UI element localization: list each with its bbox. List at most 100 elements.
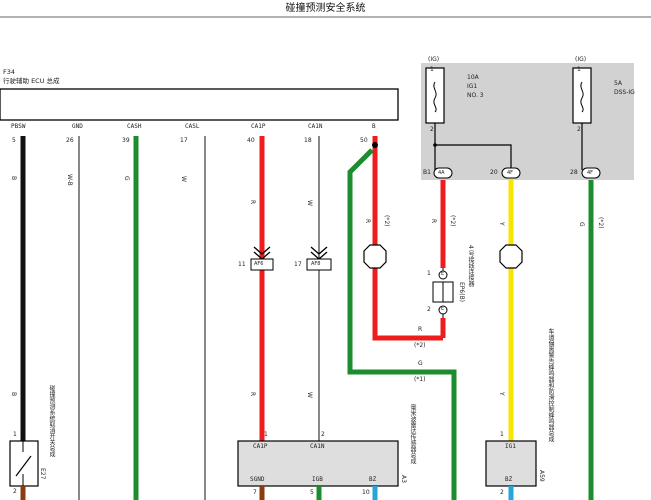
wire-code-red-center-note: (*2) xyxy=(383,215,390,227)
fuse-1-number: NO. 3 xyxy=(467,92,484,99)
pin-name-b: B xyxy=(372,123,376,130)
wire-code-red-right-note: (*2) xyxy=(449,215,456,227)
radar-pin-7: 7 xyxy=(253,489,257,496)
wire-code-red-right: R xyxy=(430,219,437,224)
fuse-2-supply: (IG) xyxy=(575,56,587,63)
lane-ecu-pin-bottom: 2 xyxy=(500,489,504,496)
junction-name: 4 号接线连接器 xyxy=(467,245,474,287)
pin-num-gnd: 26 xyxy=(66,137,74,144)
wire-code-pink: W xyxy=(180,176,187,182)
pin-b-junction-dot xyxy=(372,142,378,148)
pin-name-cash: CASH xyxy=(127,123,142,130)
connector-4f-yellow-id: 4F xyxy=(507,170,514,176)
switch-device-box xyxy=(9,440,39,487)
wire-code-red-center: R xyxy=(364,219,371,224)
lane-ecu-code: A59 xyxy=(538,470,545,482)
connector-4a-id: 4A xyxy=(438,170,445,176)
lane-ecu-pin-top-name: IG1 xyxy=(505,443,516,450)
wire-code-white: W-B xyxy=(66,174,73,186)
junction-pin-1: 1 xyxy=(427,270,431,277)
wire-code-red-left: R xyxy=(249,200,256,205)
fuse-1-element xyxy=(433,81,437,113)
radar-pin-5: 5 xyxy=(310,489,314,496)
splice-af6-pin: 11 xyxy=(238,261,246,268)
radar-pin-5-name: IGB xyxy=(312,476,323,483)
fuse-1-pin-top: 1 xyxy=(430,66,434,73)
fuse-2-pin-bottom: 2 xyxy=(577,126,581,133)
splice-af8-id: AF8 xyxy=(311,261,321,267)
fuse-1-pin-bottom: 2 xyxy=(430,126,434,133)
lane-ecu-name: 车道偏离警告蜂鸣器和防滑控制蜂鸣器总成 xyxy=(547,328,554,442)
connector-4a-pin: B1 xyxy=(423,169,431,176)
radar-pin-10-name: BZ xyxy=(369,476,377,483)
radar-box xyxy=(237,440,399,487)
pin-name-ca1n: CA1N xyxy=(308,123,323,130)
connector-4f-green-pin: 28 xyxy=(570,169,578,176)
fuse-1-bridge-lead xyxy=(435,144,512,170)
wire-code-red-bottom-note: (*2) xyxy=(414,342,426,349)
splice-af6-id: AF6 xyxy=(254,261,264,267)
pin-name-casl: CASL xyxy=(185,123,200,130)
wire-code-green: G xyxy=(123,176,130,181)
radar-name: 毫米波雷达传感器总成 xyxy=(409,404,416,464)
fuse-box-panel xyxy=(421,63,634,180)
octagon-red xyxy=(363,244,387,269)
ecu-box xyxy=(0,88,399,121)
wire-code-yellow-lower: Y xyxy=(498,392,505,396)
connector-4f-green xyxy=(581,167,601,179)
junction-pin-2-label: E xyxy=(441,306,445,312)
splice-af6-box xyxy=(250,258,274,271)
radar-pin-2-name: CA1N xyxy=(310,443,325,450)
connector-4f-yellow-pin: 20 xyxy=(490,169,498,176)
pin-name-ca1p: CA1P xyxy=(251,123,266,130)
fuse-1-body xyxy=(425,67,445,124)
wire-code-blue-mid: W xyxy=(306,200,313,206)
switch-device-code: E27 xyxy=(39,468,46,480)
radar-pin-1-name: CA1P xyxy=(253,443,268,450)
radar-pin-2: 2 xyxy=(321,431,325,438)
wire-code-red-lower: R xyxy=(249,392,256,397)
switch-pin-top: 1 xyxy=(13,431,17,438)
fuse-2-name: DSS-IG xyxy=(614,89,635,96)
pin-num-ca1n: 18 xyxy=(304,137,312,144)
pin-num-casl: 17 xyxy=(180,137,188,144)
fuse-1-supply: (IG) xyxy=(428,56,440,63)
fuse-2-rating: 5A xyxy=(614,80,622,87)
wire-red-b xyxy=(372,136,443,341)
page-title: 碰撞预测安全系统 xyxy=(285,3,366,14)
connector-4f-yellow xyxy=(501,167,521,179)
pin-num-b: 50 xyxy=(360,137,368,144)
fuse-2-body xyxy=(572,67,592,124)
junction-code: EP6(B) xyxy=(458,282,465,303)
wire-code-green-bottom: G xyxy=(418,360,423,367)
junction-pin-2: 2 xyxy=(427,306,431,313)
ecu-name: 行驶辅助 ECU 总成 xyxy=(3,77,60,85)
pin-name-gnd: GND xyxy=(72,123,83,130)
wire-code-yellow: Y xyxy=(498,222,505,226)
lane-ecu-pin-top: 1 xyxy=(500,431,504,438)
wire-green-b xyxy=(347,148,457,500)
fuse-2-element xyxy=(580,81,584,113)
splice-af8-pin: 17 xyxy=(294,261,302,268)
ecu-code: F34 xyxy=(3,68,16,76)
wire-code-green-right: G xyxy=(578,222,585,227)
radar-pin-1: 1 xyxy=(264,431,268,438)
switch-device-name: 碰撞预测系统取消开关总成 xyxy=(48,385,55,457)
fuse-1-rating: 10A xyxy=(467,74,479,81)
wire-code-green-bottom-note: (*1) xyxy=(414,376,426,383)
lane-ecu-pin-bottom-name: BZ xyxy=(505,476,513,483)
octagon-yellow xyxy=(499,244,523,269)
radar-pin-10: 10 xyxy=(362,489,370,496)
switch-contact-blade xyxy=(15,455,32,477)
wire-code-green-right-note: (*2) xyxy=(597,217,604,229)
wire-code-black: B xyxy=(10,176,17,181)
splice-af8-box xyxy=(306,258,332,271)
fuse-2-pin-top: 1 xyxy=(577,66,581,73)
fuse-1-junction-dot xyxy=(433,143,437,147)
connector-4f-green-id: 4F xyxy=(587,170,594,176)
wire-code-red-bottom: R xyxy=(418,326,423,333)
pin-num-ca1p: 40 xyxy=(247,137,255,144)
radar-code: A3 xyxy=(400,475,407,483)
